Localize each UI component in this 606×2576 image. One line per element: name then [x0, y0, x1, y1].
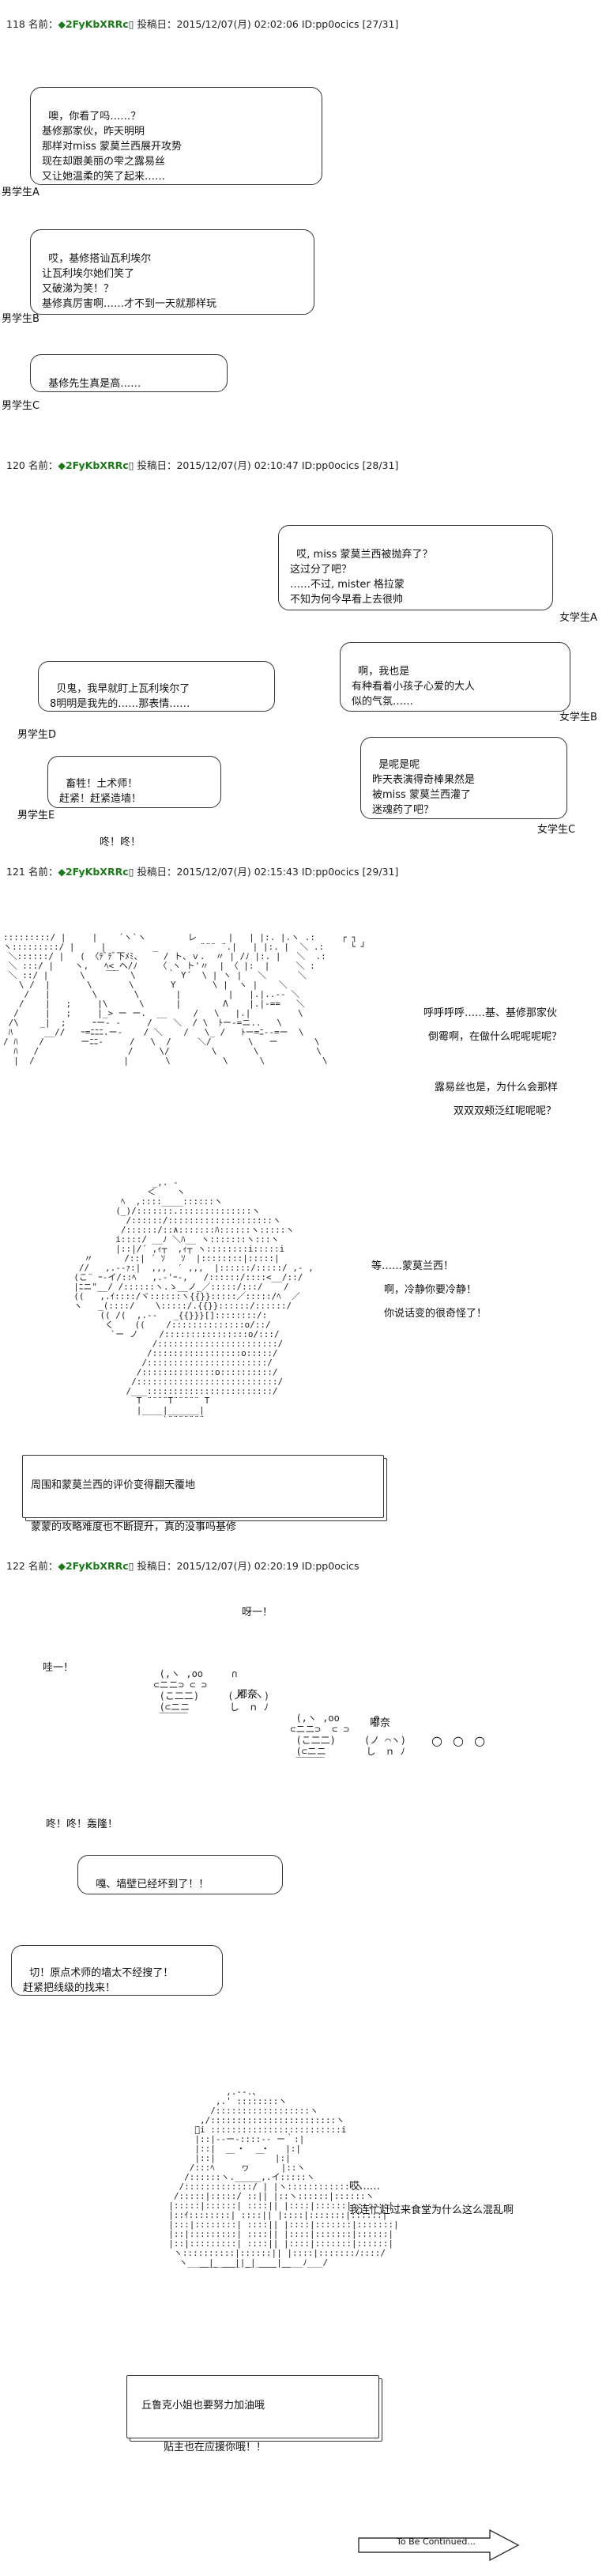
speech-bubble: 啊，我也是 有种看着小孩子心爱的大人 似的气氛……: [340, 642, 570, 712]
aa-label: 嘟奈: [237, 1689, 258, 1701]
side-text: 露易丝也是，为什么会那样: [435, 1082, 559, 1093]
speech-bubble: 贝鬼，我早就盯上瓦利埃尔了 8明明是我先的……那表情……: [38, 661, 275, 712]
sound-effect: 咚！咚！轰隆！: [46, 1819, 119, 1830]
ascii-art-crowd: :::::::::/ | | ´ヽ`ヽ レ | | |:. |.ヽ .: ┌ ┐…: [3, 932, 367, 1066]
speech-bubble: 切！原点术师的墙太不经搜了！ 赶紧把线级的找来！: [11, 1945, 223, 1996]
speaker-label: 女学生A: [559, 612, 597, 624]
speaker-label: 女学生B: [559, 712, 597, 723]
side-text: 我连忙赶过来食堂为什么这么混乱啊: [349, 2204, 514, 2216]
side-text: 啊，冷静你要冷静！: [384, 1284, 477, 1296]
side-text: 等……蒙莫兰西！: [371, 1260, 454, 1272]
ascii-art-chibi: (,ヽ ,oo ∩ ⊂ニニ⊃ ⊂ ⊃ (こ二二) (ノ ⌒ヽ) (⊂ニニ し ｎ…: [290, 1713, 406, 1768]
side-text: 双双双颊泛红呢呢呢？: [454, 1105, 557, 1117]
sound-effect: 哇一！: [43, 1662, 74, 1674]
speech-bubble: 哎，基修搭讪瓦利埃尔 让瓦利埃尔她们笑了 又破涕为笑！？ 基修真厉害啊……才不到…: [30, 229, 314, 315]
tripcode[interactable]: ◆2FyKbXRRc: [58, 1560, 129, 1572]
speaker-label: 男学生C: [2, 400, 40, 412]
sound-effect: 呀一！: [242, 1607, 273, 1618]
speech-bubble: 哎, miss 蒙莫兰西被抛弃了？ 这过分了吧？ ……不过, mister 格拉…: [278, 525, 553, 610]
narration-box: 周围和蒙莫兰西的评价变得翻天覆地 蒙蒙的攻略难度也不断提升，真的没事吗基修: [22, 1455, 384, 1533]
speech-bubble: 是呢是呢 昨天表演得奇棒果然是 被miss 蒙莫兰西灌了 迷魂药了吧？: [360, 737, 567, 819]
speech-bubble: 嘎、墙壁已经坏到了！！: [77, 1855, 283, 1894]
tripcode[interactable]: ◆2FyKbXRRc: [58, 459, 129, 471]
aa-label: 嘟奈: [370, 1717, 391, 1729]
side-text: 哎……: [349, 2181, 381, 2193]
speaker-label: 男学生A: [2, 187, 40, 198]
side-text: 你说话变的很奇怪了！: [384, 1308, 487, 1320]
sound-effect: 咚！咚！: [100, 837, 141, 848]
ascii-art-character: _,. - ＜ ヽ ﾍ ,::::____::::::ヽ (_)/:::::::…: [73, 1177, 314, 1425]
speech-bubble: 基修先生真是高……: [30, 354, 228, 392]
side-text: 呼呼呼呼……基、基修那家伙: [423, 1007, 558, 1019]
speech-bubble: 畜牲！土术师！ 赶紧！赶紧造墙！: [47, 756, 221, 808]
speaker-label: 男学生E: [17, 810, 55, 822]
tripcode[interactable]: ◆2FyKbXRRc: [58, 18, 129, 30]
post-header-118: 118 名前：◆2FyKbXRRc▯ 投稿日：2015/12/07(月) 02:…: [6, 18, 399, 30]
ascii-art-character: ,.--.、 ,.' ::::::::ヽ /::::::::::::::::::…: [168, 2087, 399, 2277]
speaker-label: 男学生B: [2, 313, 40, 325]
side-text: 倒霉啊，在做什么呢呢呢呢？: [428, 1031, 563, 1043]
speaker-label: 男学生D: [17, 729, 57, 741]
post-header-122: 122 名前：◆2FyKbXRRc▯ 投稿日：2015/12/07(月) 02:…: [6, 1560, 359, 1572]
narration-box: 丘鲁克小姐也要努力加油哦 贴主也在应援你哦！！: [126, 2375, 379, 2453]
to-be-continued-arrow: [358, 2529, 520, 2562]
post-header-121: 121 名前：◆2FyKbXRRc▯ 投稿日：2015/12/07(月) 02:…: [6, 866, 399, 878]
speaker-label: 女学生C: [537, 824, 576, 836]
ascii-art-chibi: (,ヽ ,oo ∩ ⊂ニニ⊃ ⊂ ⊃ (こ二二) (ノ ⌒ヽ) (⊂ニニ し ｎ…: [153, 1668, 270, 1724]
tripcode[interactable]: ◆2FyKbXRRc: [58, 866, 129, 878]
post-header-120: 120 名前：◆2FyKbXRRc▯ 投稿日：2015/12/07(月) 02:…: [6, 459, 399, 471]
to-be-continued-label: To Be Continued...: [397, 2536, 476, 2547]
speech-bubble: 噢，你看了吗……？ 基修那家伙，昨天明明 那样对miss 蒙莫兰西展开攻势 现在…: [30, 87, 322, 185]
dots: ○ ○ ○: [431, 1733, 489, 1748]
